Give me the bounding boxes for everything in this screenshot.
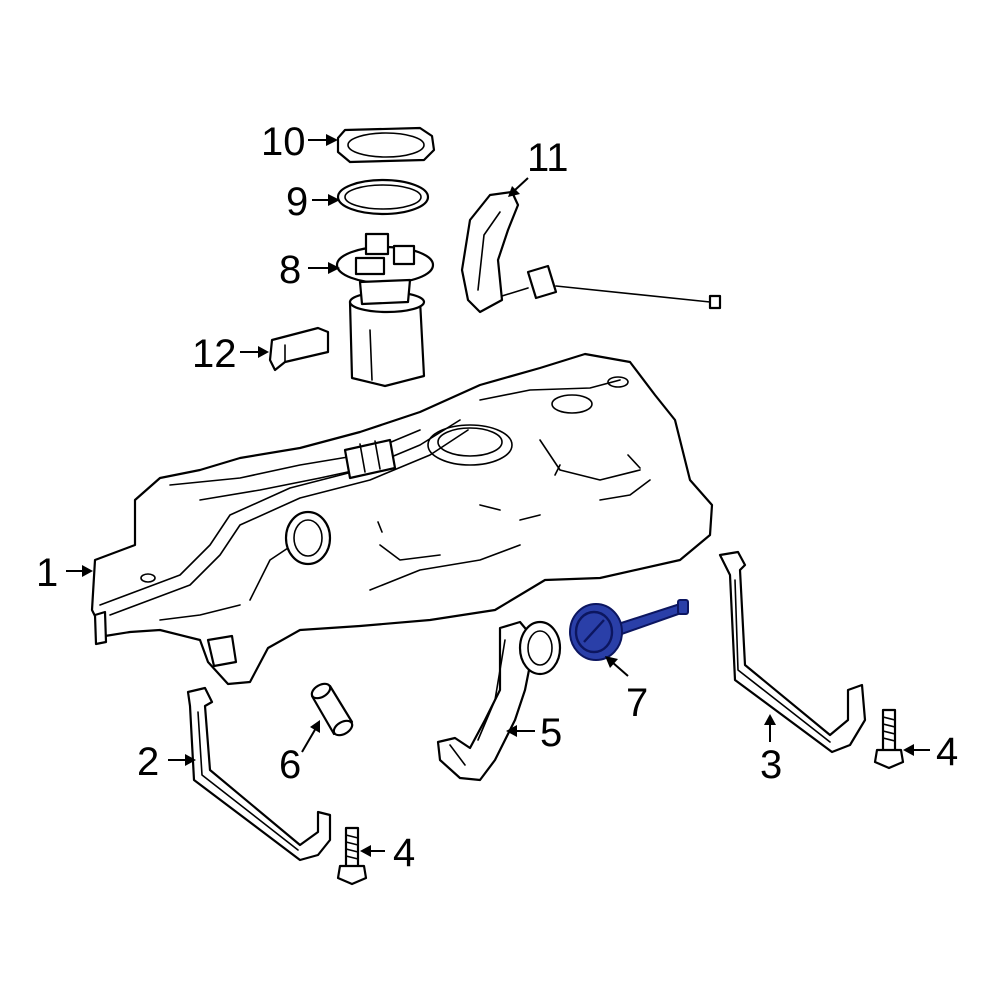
part-lock-ring[interactable] bbox=[336, 126, 436, 164]
callout-9: 9 bbox=[286, 180, 308, 224]
callout-2: 2 bbox=[137, 740, 159, 784]
part-bolt-lower[interactable] bbox=[336, 826, 368, 886]
callout-5: 5 bbox=[540, 711, 562, 755]
part-clip[interactable] bbox=[268, 326, 330, 372]
part-bolt-right[interactable] bbox=[873, 708, 905, 770]
part-sending-unit[interactable] bbox=[460, 190, 722, 314]
part-fuel-pump[interactable] bbox=[335, 232, 435, 388]
part-hose[interactable] bbox=[309, 681, 354, 738]
callout-8: 8 bbox=[279, 248, 301, 292]
callout-labels: 1 2 3 4 4 5 6 7 8 9 10 11 12 bbox=[36, 120, 958, 875]
part-fuel-tank[interactable] bbox=[90, 352, 714, 686]
callout-12: 12 bbox=[192, 332, 237, 376]
leader-lines bbox=[66, 134, 930, 857]
part-seal-ring[interactable] bbox=[336, 178, 430, 216]
callout-4-right: 4 bbox=[936, 730, 958, 774]
callout-3: 3 bbox=[760, 743, 782, 787]
part-tank-strap-left[interactable] bbox=[186, 686, 332, 862]
callout-10: 10 bbox=[261, 120, 306, 164]
callout-4-lower: 4 bbox=[393, 831, 415, 875]
callout-7: 7 bbox=[626, 681, 648, 725]
part-filler-pipe[interactable] bbox=[436, 620, 562, 782]
part-tank-strap-right[interactable] bbox=[718, 550, 867, 754]
callout-11: 11 bbox=[527, 136, 569, 180]
callout-6: 6 bbox=[279, 743, 301, 787]
callout-1: 1 bbox=[36, 551, 58, 595]
part-fuel-cap[interactable] bbox=[569, 599, 689, 661]
